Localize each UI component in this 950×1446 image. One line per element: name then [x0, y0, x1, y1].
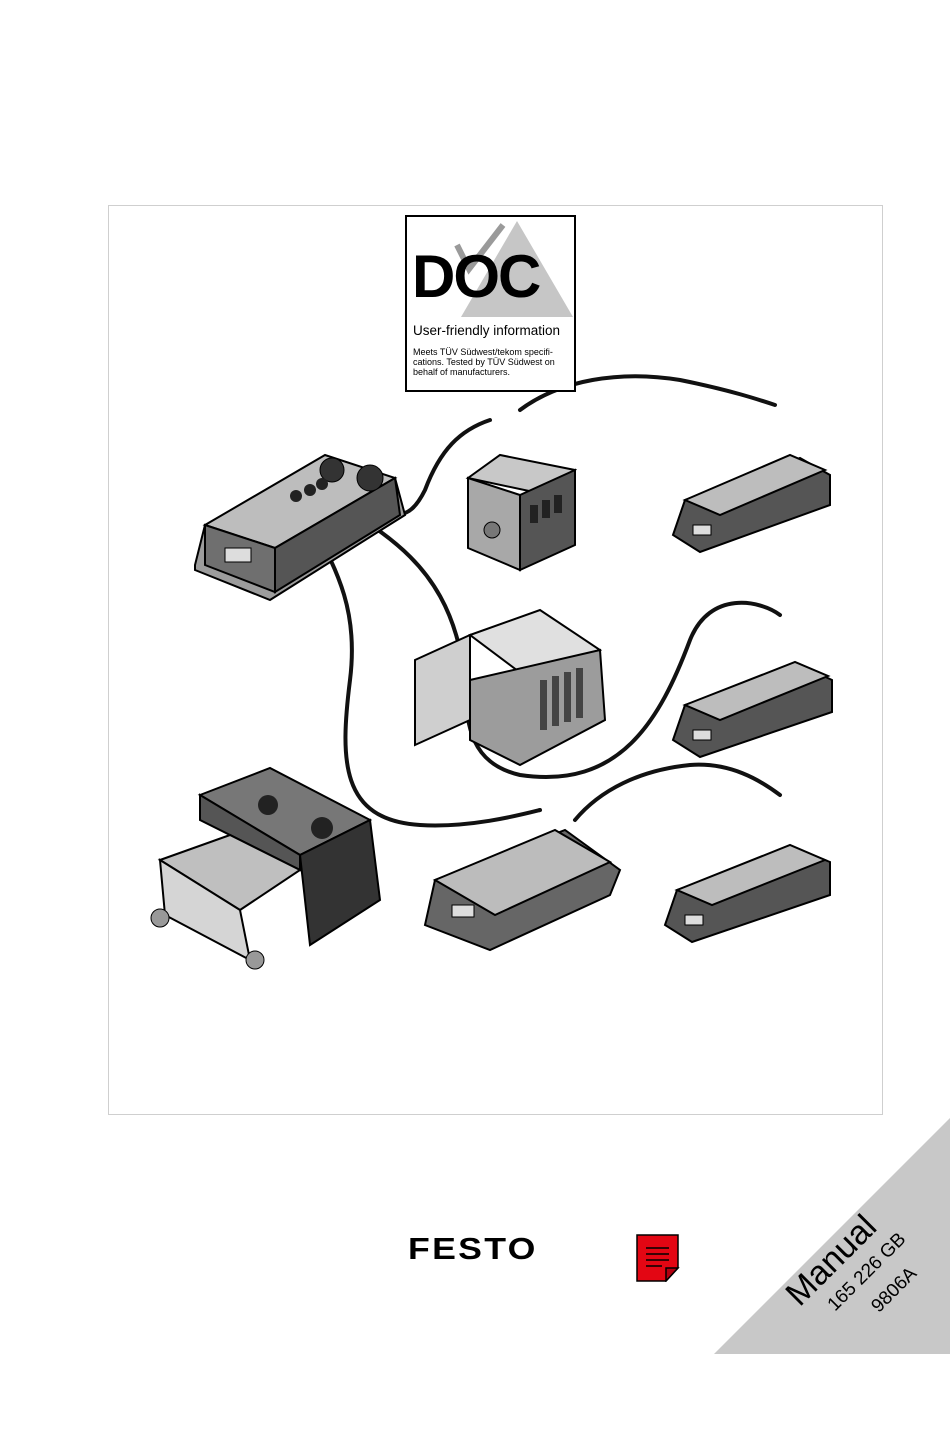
cables	[300, 376, 780, 825]
io-module-top-right	[673, 455, 830, 552]
doc-badge-tagline: User-friendly information	[413, 323, 560, 338]
io-module-middle-right	[673, 662, 832, 757]
doc-badge-fine-print: Meets TÜV Südwest/tekom specifi-cations.…	[413, 347, 573, 377]
manual-book-icon	[636, 1234, 680, 1282]
io-module-bottom-center	[425, 830, 620, 950]
festo-logo: FESTO	[408, 1232, 538, 1266]
doc-quality-badge: DOC User-friendly information Meets TÜV …	[405, 215, 576, 392]
bus-node-module	[195, 455, 405, 600]
io-module-bottom-right	[665, 845, 830, 942]
valve-terminal-small	[468, 455, 575, 570]
valve-terminal-large	[415, 610, 605, 765]
doc-badge-word: DOC	[412, 247, 539, 307]
controller-module	[151, 768, 380, 969]
